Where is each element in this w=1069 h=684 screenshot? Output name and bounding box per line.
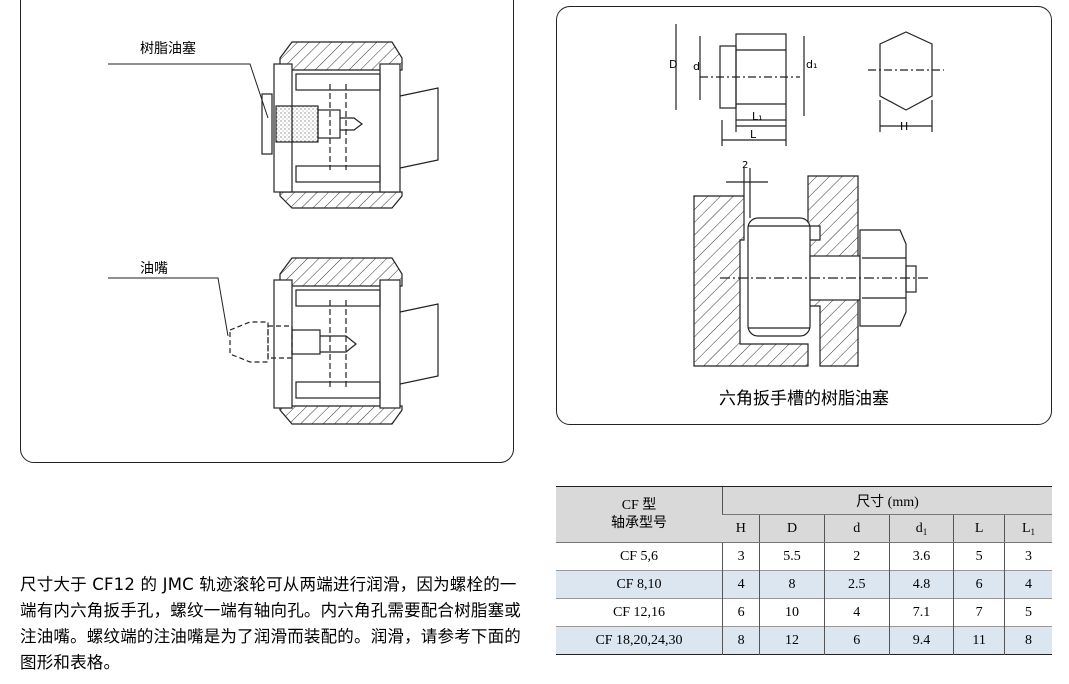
cell-H: 4 [721, 570, 760, 599]
left-figure-panel [20, 0, 514, 463]
cell-D: 10 [759, 598, 825, 627]
cell-L: 5 [953, 542, 1005, 571]
col-d: d [823, 514, 890, 543]
cell-model: CF 12,16 [556, 598, 723, 627]
figure-caption: 六角扳手槽的树脂油塞 [719, 389, 889, 409]
plug-dimension-table: CF 型 轴承型号 尺寸 (mm) H D d d1 L L1 CF 5,6 3… [556, 486, 1052, 655]
cell-D: 5.5 [759, 542, 825, 571]
cell-L: 11 [953, 626, 1005, 655]
cell-model: CF 18,20,24,30 [556, 626, 723, 655]
right-plug-drawings [675, 24, 944, 367]
dim-L1-label: L₁ [752, 110, 763, 123]
col-D: D [759, 514, 825, 543]
cell-H: 8 [721, 626, 760, 655]
cell-model: CF 8,10 [556, 570, 723, 599]
cell-d1: 3.6 [888, 542, 954, 571]
cell-d1: 7.1 [888, 598, 954, 627]
col-H: H [722, 514, 760, 543]
table-row: CF 12,16 6 10 4 7.1 7 5 [556, 598, 1052, 627]
dim-d-label: d [693, 60, 700, 73]
dim-H-label: H [900, 120, 909, 133]
cell-d1: 9.4 [888, 626, 954, 655]
table-row: CF 8,10 4 8 2.5 4.8 6 4 [556, 570, 1052, 599]
cell-H: 3 [721, 542, 760, 571]
cell-L1: 8 [1004, 626, 1052, 655]
cell-L: 7 [953, 598, 1005, 627]
col-d1: d1 [888, 514, 954, 543]
cell-L1: 3 [1004, 542, 1052, 571]
model-header-line2: 轴承型号 [611, 515, 667, 531]
col-L1: L1 [1004, 514, 1052, 543]
table-row: CF 5,6 3 5.5 2 3.6 5 3 [556, 542, 1052, 571]
cell-d: 6 [823, 626, 890, 655]
label-oil-nipple: 油嘴 [140, 261, 168, 277]
cell-d: 4 [823, 598, 890, 627]
col-L: L [953, 514, 1005, 543]
cell-model: CF 5,6 [556, 542, 723, 571]
cell-L1: 5 [1004, 598, 1052, 627]
cell-H: 6 [721, 598, 760, 627]
cell-d: 2.5 [823, 570, 890, 599]
cell-L1: 4 [1004, 570, 1052, 599]
size-header: 尺寸 (mm) [722, 486, 1052, 515]
label-grease-plug: 树脂油塞 [140, 41, 196, 57]
dim-d1-label: d₁ [806, 58, 818, 71]
right-figure-panel [556, 6, 1052, 425]
cell-L: 6 [953, 570, 1005, 599]
table-row: CF 18,20,24,30 8 12 6 9.4 11 8 [556, 626, 1052, 655]
lubrication-paragraph: 尺寸大于 CF12 的 JMC 轨迹滚轮可从两端进行润滑，因为螺栓的一端有内六角… [20, 575, 521, 672]
dim-D-label: D [669, 58, 678, 71]
model-header: CF 型 轴承型号 [556, 486, 723, 543]
dim-gap-label: 2 [742, 160, 749, 171]
cell-d1: 4.8 [888, 570, 954, 599]
model-header-line1: CF 型 [621, 497, 657, 513]
cell-D: 8 [759, 570, 825, 599]
dim-L-label: L [750, 128, 757, 141]
cell-D: 12 [759, 626, 825, 655]
left-bearing-drawings [108, 41, 439, 425]
cell-d: 2 [823, 542, 890, 571]
